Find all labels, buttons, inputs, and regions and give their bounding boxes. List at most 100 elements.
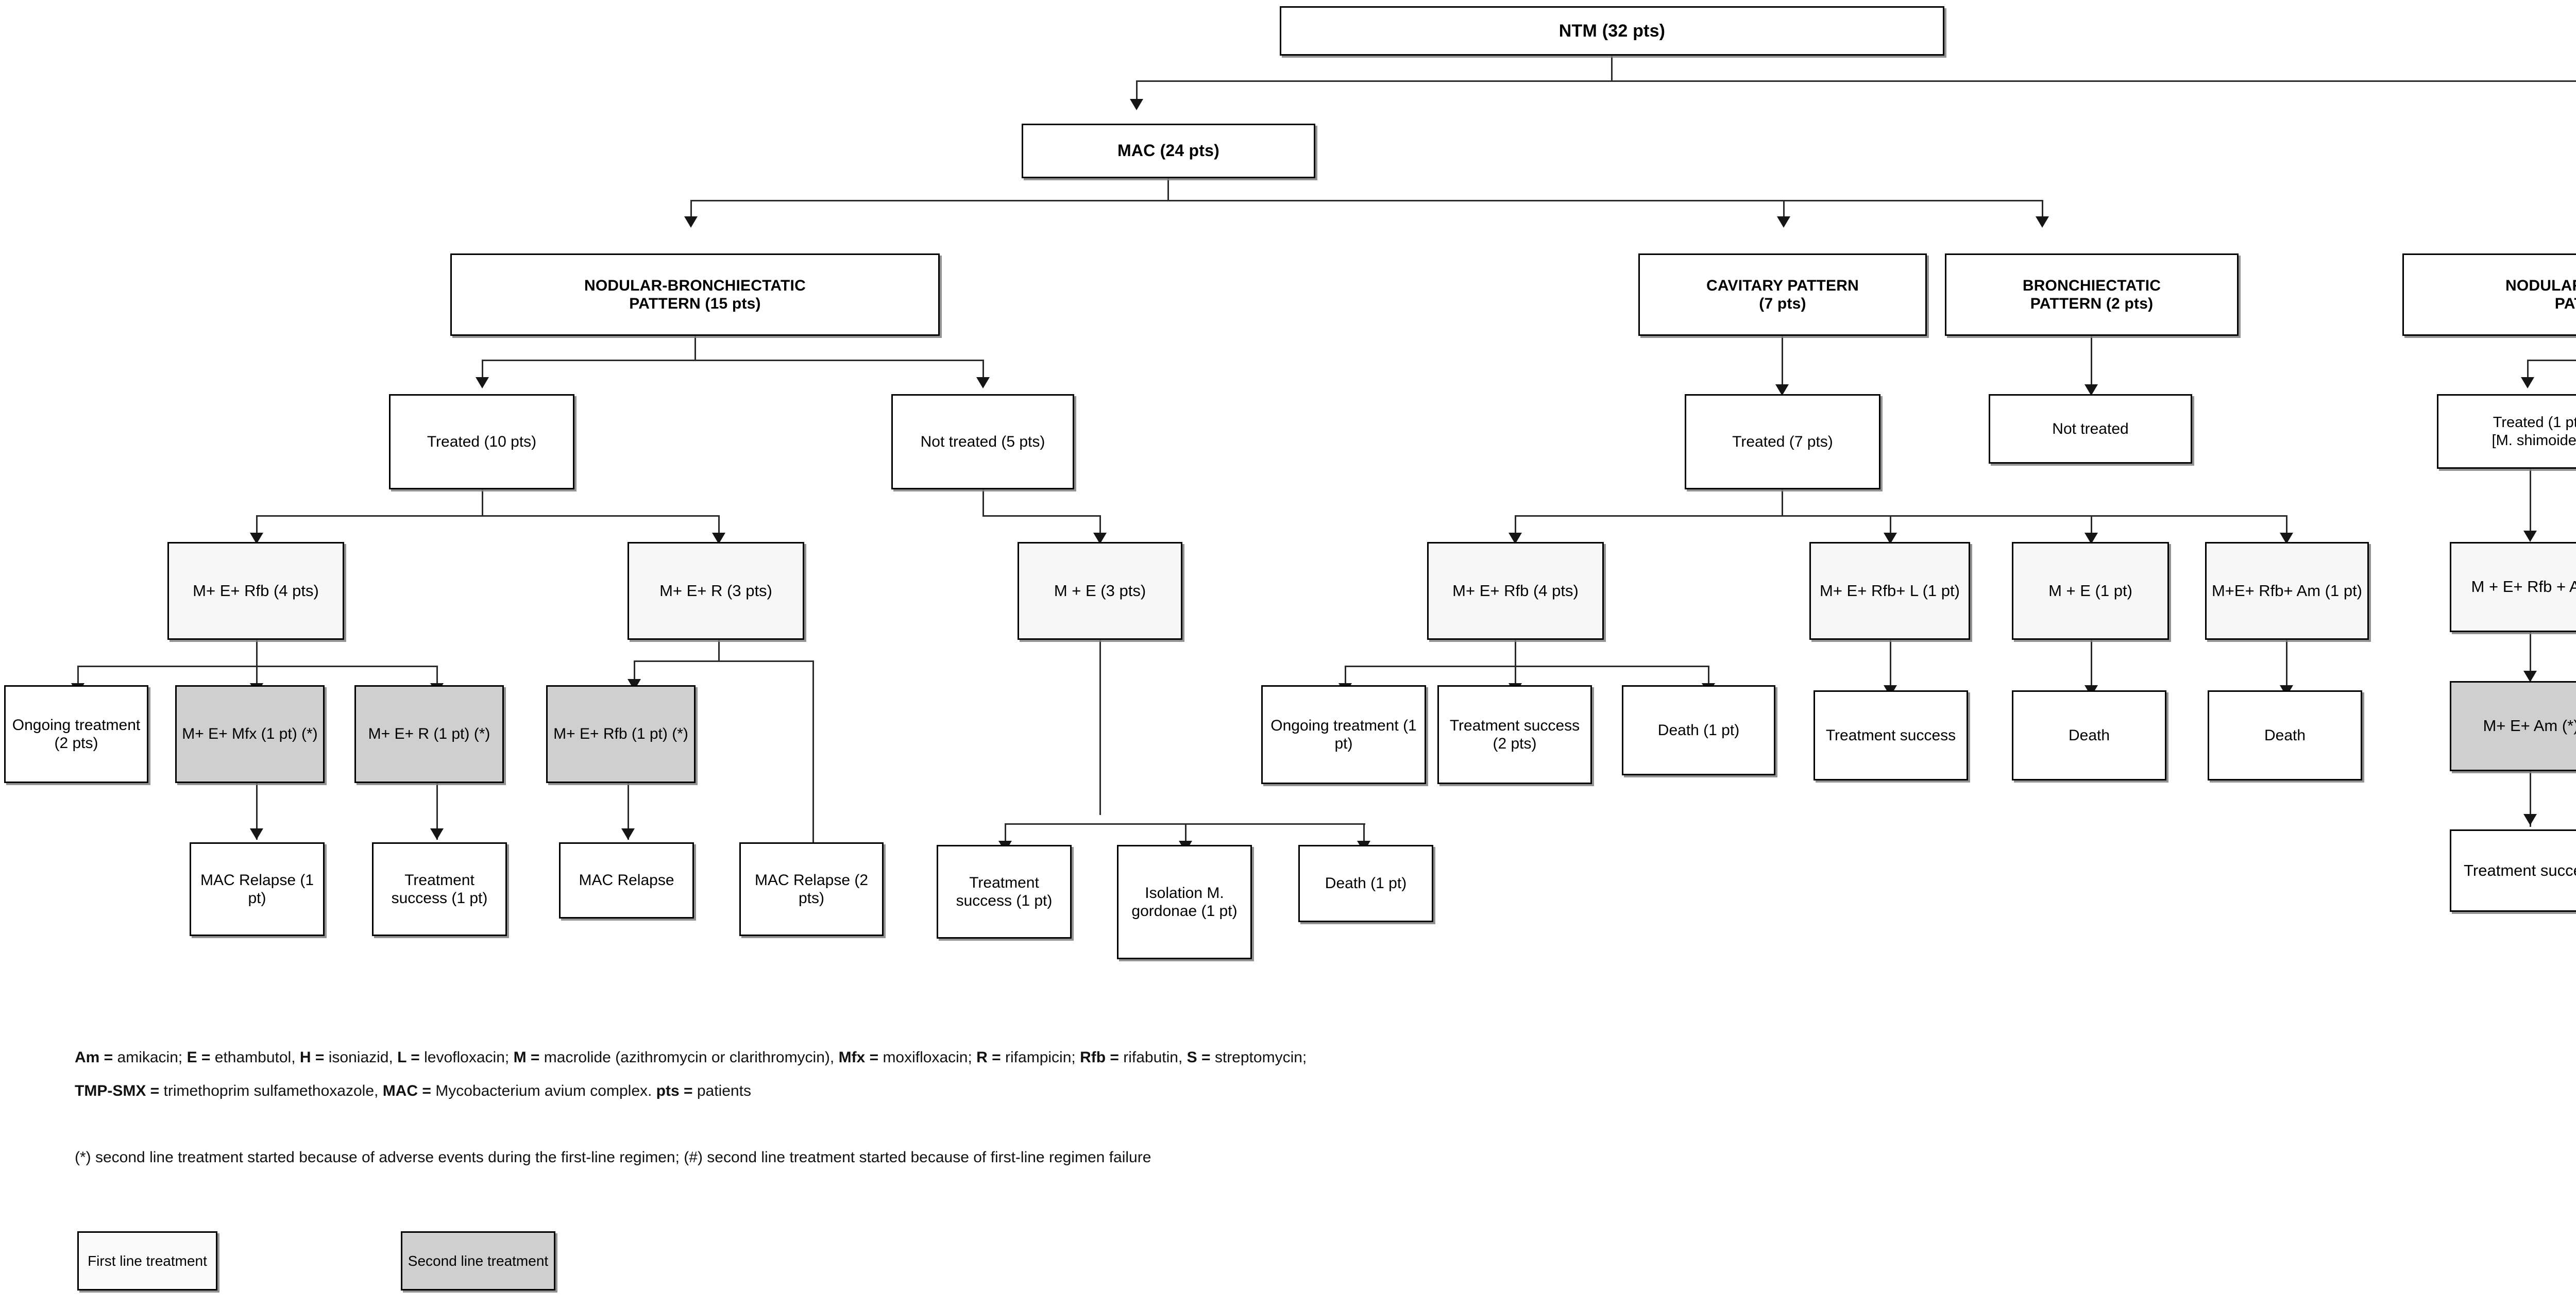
arrow-to-cav-me1 bbox=[2084, 533, 2098, 544]
node-second-line-other-meam: M+ E+ Am (*) bbox=[2450, 681, 2576, 771]
node-regimen-merfb-4pts: M+ E+ Rfb (4 pts) bbox=[167, 542, 344, 640]
arrow-to-cav-merfbam1 bbox=[2280, 533, 2293, 544]
arrow-to-mac bbox=[1130, 99, 1143, 110]
arrow-to-me3 bbox=[1093, 533, 1107, 544]
arrow-to-cav-treated bbox=[1775, 384, 1789, 396]
node-label: M+ E+ Rfb (4 pts) bbox=[193, 581, 319, 600]
connector-merfb1-stem bbox=[628, 783, 629, 840]
node-label: Treatment success (2 pts) bbox=[1449, 717, 1580, 752]
arrow-to-other-nb-treated bbox=[2521, 377, 2534, 388]
node-label-line1: Treated (1 pt) bbox=[2493, 414, 2576, 431]
connector-me3-c2 bbox=[1185, 823, 1187, 843]
node-ntm-root: NTM (32 pts) bbox=[1280, 6, 1944, 56]
connector-nbnot-bar bbox=[982, 515, 1101, 517]
connector-maccav-stem bbox=[1782, 336, 1783, 386]
connector-othernbtreated-stem bbox=[2530, 469, 2531, 533]
connector-mer3-bar bbox=[634, 660, 814, 662]
arrow-to-other-merfbam bbox=[2523, 531, 2537, 542]
node-label: Not treated (5 pts) bbox=[920, 433, 1045, 450]
node-other-treatment-success: Treatment success bbox=[2450, 829, 2576, 912]
node-other-nodular-bronchiectatic: NODULAR-BRONCHIECTATIC PATTERN (7 pts) bbox=[2402, 253, 2576, 336]
node-label: Isolation M. gordonae (1 pt) bbox=[1131, 884, 1238, 920]
node-mac: MAC (24 pts) bbox=[1022, 124, 1315, 178]
node-label: Treated (7 pts) bbox=[1732, 433, 1833, 450]
node-regimen-cav-merfbl-1pt: M+ E+ Rfb+ L (1 pt) bbox=[1809, 542, 1970, 640]
legend-abbreviations-line2: TMP-SMX = trimethoprim sulfamethoxazole,… bbox=[75, 1082, 751, 1099]
node-label: Ongoing treatment (2 pts) bbox=[12, 716, 141, 752]
node-label: Death (1 pt) bbox=[1325, 875, 1407, 892]
node-label: MAC (24 pts) bbox=[1117, 141, 1219, 160]
connector-memfx1-stem bbox=[256, 783, 258, 840]
node-label: Treatment success (1 pt) bbox=[956, 874, 1053, 909]
node-death-me: Death (1 pt) bbox=[1298, 845, 1433, 922]
node-second-line-mer-1pt: M+ E+ R (1 pt) (*) bbox=[354, 685, 504, 783]
connector-cavtreated-bar bbox=[1515, 515, 2287, 517]
node-label: NTM (32 pts) bbox=[1558, 21, 1666, 41]
node-label: M+ E+ R (1 pt) (*) bbox=[368, 725, 490, 743]
key-label: Second line treatment bbox=[408, 1252, 549, 1269]
connector-cavmerfb4-c3 bbox=[1708, 666, 1709, 685]
connector-mac-c2 bbox=[1783, 200, 1785, 218]
node-label: Ongoing treatment (1 pt) bbox=[1270, 717, 1417, 752]
connector-nbtreated-l bbox=[256, 515, 258, 535]
node-label: Treated (10 pts) bbox=[427, 433, 537, 450]
connector-nbtreated-r bbox=[718, 515, 720, 535]
connector-othermeam-stem bbox=[2530, 771, 2531, 827]
connector-cavmerfb4-c2 bbox=[1515, 666, 1516, 685]
connector-root-bar bbox=[1136, 80, 2576, 82]
connector-nbnot-stem bbox=[982, 489, 984, 516]
connector-cavmerfb4-stem bbox=[1515, 640, 1516, 667]
node-regimen-other-merfbam: M + E+ Rfb + Am bbox=[2450, 542, 2576, 632]
arrow-to-cav-merfbl1 bbox=[1884, 533, 1897, 544]
node-mac-relapse-1pt: MAC Relapse (1 pt) bbox=[190, 842, 325, 936]
arrow-to-cav-merfb4 bbox=[1509, 533, 1522, 544]
node-bronch-not-treated: Not treated bbox=[1989, 394, 2192, 464]
connector-me3-c3 bbox=[1363, 823, 1365, 843]
connector-mac-c3 bbox=[2042, 200, 2043, 218]
node-cav-death-am: Death bbox=[2208, 690, 2362, 780]
connector-macnb-l bbox=[482, 360, 483, 379]
node-label: M+ E+ Rfb (4 pts) bbox=[1452, 581, 1579, 600]
node-regimen-cav-me-1pt: M + E (1 pt) bbox=[2012, 542, 2169, 640]
node-label: M+ E+ Rfb (1 pt) (*) bbox=[553, 725, 688, 743]
node-label: M+E+ Rfb+ Am (1 pt) bbox=[2211, 581, 2363, 600]
node-label-line1: CAVITARY PATTERN bbox=[1706, 277, 1859, 294]
node-label: Death bbox=[2068, 726, 2110, 744]
node-label-line2: [M. shimoidei] bbox=[2492, 432, 2576, 449]
node-regimen-mer-3pts: M+ E+ R (3 pts) bbox=[628, 542, 804, 640]
node-other-nb-treated: Treated (1 pt) [M. shimoidei] bbox=[2437, 394, 2576, 469]
arrow-to-mac-bronchiectatic bbox=[2036, 216, 2049, 228]
node-cav-death-me: Death bbox=[2012, 690, 2166, 780]
key-second-line-treatment: Second line treatment bbox=[401, 1231, 555, 1291]
key-label: First line treatment bbox=[88, 1252, 207, 1269]
node-label-line2: (7 pts) bbox=[1759, 295, 1806, 312]
node-regimen-cav-merfb-4pts: M+ E+ Rfb (4 pts) bbox=[1427, 542, 1604, 640]
node-mac-nodular-bronchiectatic: NODULAR-BRONCHIECTATIC PATTERN (15 pts) bbox=[450, 253, 940, 336]
node-label: M+ E+ Am (*) bbox=[2483, 717, 2576, 735]
arrow-to-other-treatment-success bbox=[2523, 814, 2537, 825]
node-label: M + E (3 pts) bbox=[1054, 581, 1146, 600]
connector-mac-bar bbox=[690, 200, 2042, 201]
node-cav-death-1pt: Death (1 pt) bbox=[1622, 685, 1775, 775]
legend-footnote: (*) second line treatment started becaus… bbox=[75, 1149, 1151, 1166]
connector-macnb-stem bbox=[694, 336, 696, 361]
node-label-line1: NODULAR-BRONCHIECTATIC bbox=[584, 277, 806, 294]
connector-othermerfbam-stem bbox=[2530, 632, 2531, 683]
connector-cavmerfb4-c1 bbox=[1345, 666, 1346, 685]
arrow-to-nb-treated bbox=[476, 377, 489, 388]
connector-me3-stem bbox=[1099, 640, 1101, 815]
node-label-line2: PATTERN (2 pts) bbox=[2030, 295, 2154, 312]
connector-cav-c4 bbox=[2286, 515, 2287, 535]
node-ongoing-treatment-2pts: Ongoing treatment (2 pts) bbox=[4, 685, 148, 783]
connector-mer3-stem bbox=[718, 640, 720, 661]
node-mac-cavitary: CAVITARY PATTERN (7 pts) bbox=[1638, 253, 1927, 336]
node-label: MAC Relapse bbox=[579, 872, 674, 889]
connector-mac-stem bbox=[1167, 178, 1169, 201]
connector-cavmerfbl-stem bbox=[1890, 640, 1891, 697]
node-second-line-memfx-1pt: M+ E+ Mfx (1 pt) (*) bbox=[175, 685, 325, 783]
connector-nbnot-down bbox=[1099, 515, 1101, 535]
arrow-to-bronch-not-treated bbox=[2084, 384, 2098, 396]
node-label: M + E+ Rfb + Am bbox=[2471, 578, 2576, 596]
node-regimen-me-3pts: M + E (3 pts) bbox=[1018, 542, 1182, 640]
